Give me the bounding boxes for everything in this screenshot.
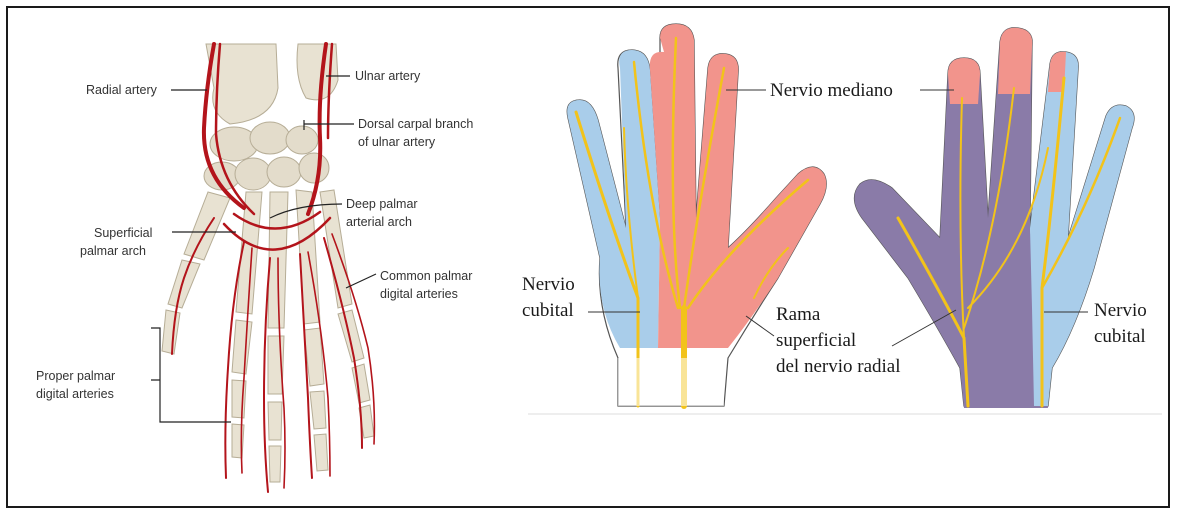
label-nervio-mediano: Nervio mediano: [770, 80, 893, 101]
arteries-illustration: [162, 44, 374, 492]
label-superficial-arch-line1: Superficial: [94, 226, 152, 240]
label-rama-line1: Rama: [776, 304, 821, 325]
label-proper-palmar-line2: digital arteries: [36, 387, 114, 401]
label-nervio-cubital-right-line1: Nervio: [1094, 300, 1147, 321]
palmar-ulnar-zone: [567, 50, 660, 348]
label-rama-line2: superficial: [776, 330, 856, 351]
finger-bones: [232, 190, 374, 482]
thumb-bones: [162, 192, 230, 354]
label-radial-artery: Radial artery: [86, 83, 158, 97]
label-ulnar-artery: Ulnar artery: [355, 69, 421, 83]
label-deep-palmar-line2: arterial arch: [346, 215, 412, 229]
palmar-wrist-band: [618, 358, 724, 406]
label-dorsal-carpal-line1: Dorsal carpal branch: [358, 117, 473, 131]
label-proper-palmar-line1: Proper palmar: [36, 369, 115, 383]
label-deep-palmar-line1: Deep palmar: [346, 197, 418, 211]
label-rama-line3: del nervio radial: [776, 356, 901, 377]
label-nervio-cubital-left-line2: cubital: [522, 300, 574, 321]
dorsal-hand: [854, 28, 1134, 408]
label-nervio-cubital-right-line2: cubital: [1094, 326, 1146, 347]
anatomy-figure: Radial artery Ulnar artery Dorsal carpal…: [8, 8, 1170, 508]
label-common-palmar-line1: Common palmar: [380, 269, 472, 283]
label-superficial-arch-line2: palmar arch: [80, 244, 146, 258]
label-common-palmar-line2: digital arteries: [380, 287, 458, 301]
carpal-bones: [204, 122, 329, 190]
figure-frame: Radial artery Ulnar artery Dorsal carpal…: [6, 6, 1170, 508]
label-dorsal-carpal-line2: of ulnar artery: [358, 135, 436, 149]
label-nervio-cubital-left-line1: Nervio: [522, 274, 575, 295]
